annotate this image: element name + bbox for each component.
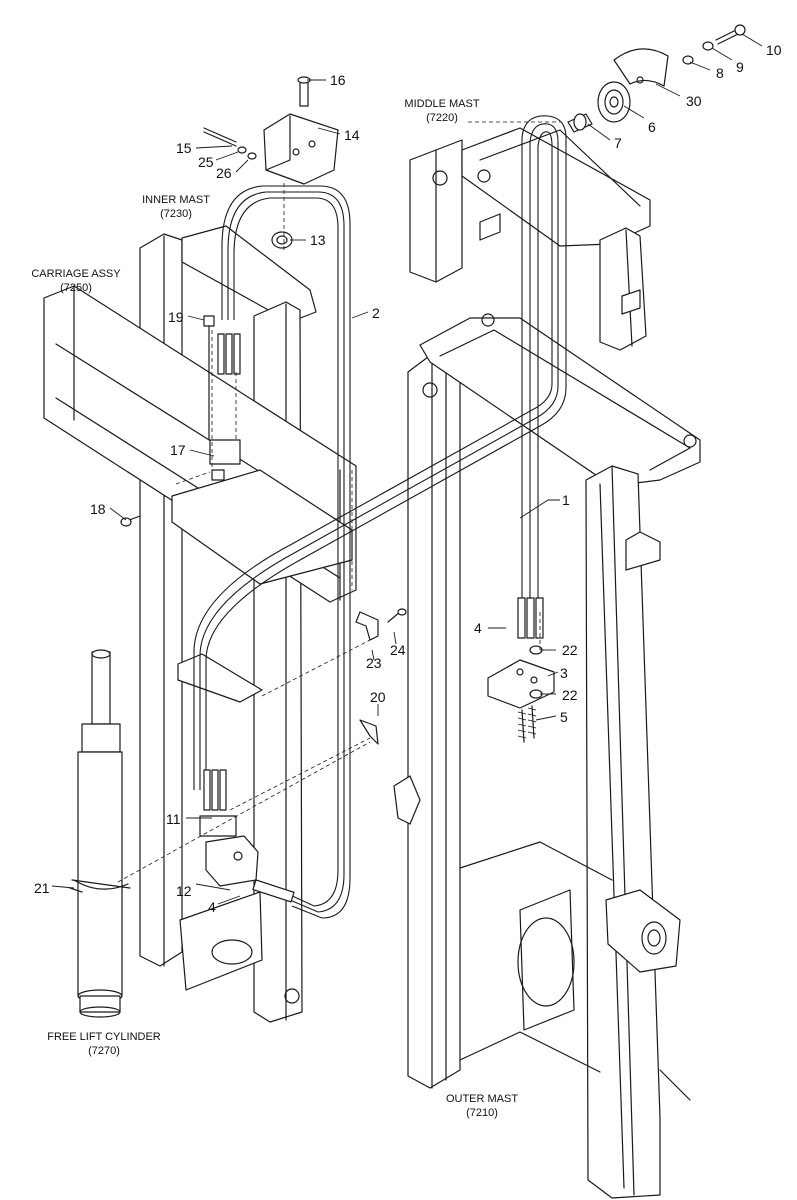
callout-21: 21 (34, 880, 50, 896)
outer-mast-code: (7210) (466, 1107, 498, 1119)
callout-12: 12 (176, 883, 192, 899)
callout-17: 17 (170, 442, 186, 458)
callout-23: 23 (366, 655, 382, 671)
washers-8-9 (682, 41, 714, 65)
callout-8: 8 (716, 65, 724, 81)
callout-4-right: 4 (474, 620, 482, 636)
assembly-labels: MIDDLE MAST (7220) INNER MAST (7230) CAR… (31, 98, 518, 1119)
callout-4-left: 4 (208, 899, 216, 915)
carriage-assy-code: (7250) (60, 282, 92, 294)
callout-3: 3 (560, 665, 568, 681)
callout-22-upper: 22 (562, 642, 578, 658)
shaft-7 (567, 113, 593, 133)
callout-2: 2 (372, 305, 380, 321)
assembly-lines (117, 121, 560, 883)
hose-2 (221, 185, 351, 919)
callout-24: 24 (390, 642, 406, 658)
free-lift-cylinder (71, 649, 131, 1018)
plate-3 (487, 645, 555, 709)
sheave-6 (597, 81, 631, 123)
callout-30: 30 (686, 93, 702, 109)
callout-numbers: 1 2 3 4 4 5 6 7 8 9 10 11 12 13 14 15 16… (34, 42, 782, 915)
outer-mast-label: OUTER MAST (446, 1093, 518, 1105)
callout-6: 6 (648, 119, 656, 135)
bracket-14 (263, 76, 339, 185)
clamp-13 (271, 231, 293, 249)
callout-19: 19 (168, 309, 184, 325)
callout-1: 1 (562, 492, 570, 508)
middle-mast (409, 127, 651, 351)
hose-1 (193, 115, 567, 790)
callout-25: 25 (198, 154, 214, 170)
callout-18: 18 (90, 501, 106, 517)
springs-5 (517, 705, 537, 743)
hose-fittings-lower (199, 769, 295, 903)
callout-5: 5 (560, 709, 568, 725)
carriage-assy-label: CARRIAGE ASSY (31, 268, 121, 280)
inner-mast-code: (7230) (160, 208, 192, 220)
free-lift-cylinder-code: (7270) (88, 1045, 120, 1057)
callout-26: 26 (216, 165, 232, 181)
band-21 (69, 879, 129, 893)
callout-7: 7 (614, 135, 622, 151)
fittings-17-19 (120, 315, 225, 527)
bolt-10 (715, 24, 746, 45)
free-lift-cylinder-label: FREE LIFT CYLINDER (47, 1031, 161, 1043)
callout-10: 10 (766, 42, 782, 58)
bolt-15 (203, 127, 257, 160)
clips-20-23-24 (355, 608, 407, 745)
callout-22-lower: 22 (562, 687, 578, 703)
callout-14: 14 (344, 127, 360, 143)
middle-mast-code: (7220) (426, 112, 458, 124)
middle-mast-label: MIDDLE MAST (404, 98, 479, 110)
hose-fittings-upper (209, 333, 241, 465)
callout-16: 16 (330, 72, 346, 88)
callout-11: 11 (166, 811, 181, 827)
callout-15: 15 (176, 140, 192, 156)
leader-lines (51, 33, 763, 905)
callout-9: 9 (736, 59, 744, 75)
inner-mast-label: INNER MAST (142, 194, 210, 206)
callout-13: 13 (310, 232, 326, 248)
carriage (43, 285, 357, 703)
callout-20: 20 (370, 689, 386, 705)
hose-fittings-right (517, 597, 544, 639)
outer-mast (393, 313, 701, 1199)
guard-30 (613, 48, 669, 87)
